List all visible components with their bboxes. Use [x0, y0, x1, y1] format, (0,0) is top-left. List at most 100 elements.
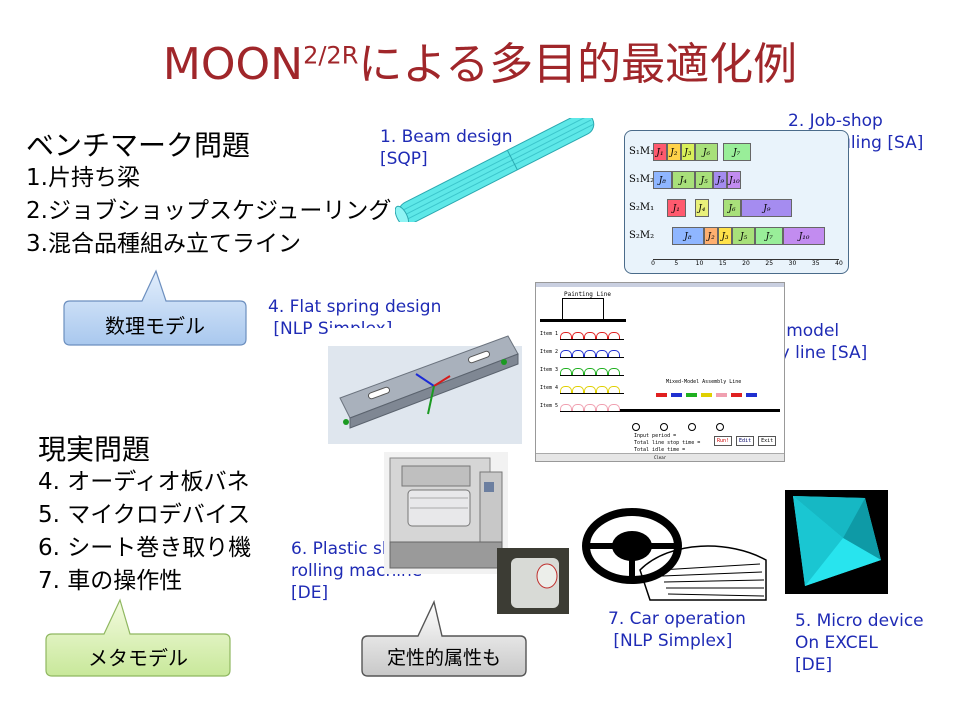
caption-jobshop-line1: 2. Job-shop	[788, 111, 883, 131]
caption-flatspring-line1: 4. Flat spring design	[268, 297, 442, 317]
exit-button[interactable]: Exit	[758, 436, 777, 446]
callout-meta-model-label: メタモデル	[88, 646, 188, 670]
assembly-sensor-icon	[632, 423, 640, 431]
assembly-window-bar	[536, 283, 784, 287]
assembly-station-icon	[716, 393, 727, 397]
callout-qualitative-shape	[361, 599, 527, 677]
assembly-station-icon	[731, 393, 742, 397]
assembly-car-icon	[596, 368, 608, 375]
caption-beam-line2: [SQP]	[380, 149, 428, 169]
assembly-car-icon	[584, 368, 596, 375]
assembly-car-icon	[608, 350, 620, 357]
flat-spring-image	[328, 328, 522, 444]
callout-meta-model: メタモデル	[42, 594, 234, 680]
gantt-job-bar: J₁	[666, 199, 686, 217]
rolling-machine-image	[384, 452, 508, 574]
gantt-job-bar: J₈	[653, 171, 672, 189]
assembly-car-icon	[560, 404, 572, 411]
assembly-car-icon	[560, 386, 572, 393]
gantt-job-bar: J₂	[704, 227, 719, 245]
gantt-job-bar: J₇	[755, 227, 784, 245]
real-item-5: 5. マイクロデバイス	[38, 502, 251, 528]
beam-image	[395, 118, 595, 222]
gantt-tick-label: 10	[695, 260, 704, 267]
gantt-job-bar: J₁₀	[783, 227, 826, 245]
caption-micro: 5. Micro device On EXCEL [DE]	[795, 610, 924, 676]
assembly-car-icon	[572, 332, 584, 339]
bench-heading: ベンチマーク問題	[26, 129, 251, 162]
gantt-job-bar: J₇	[722, 143, 751, 161]
assembly-car-icon	[608, 332, 620, 339]
caption-plastic-line3: [DE]	[291, 583, 329, 603]
title-rest: による多目的最適化例	[358, 39, 798, 90]
gantt-tick-label: 40	[835, 260, 843, 267]
gantt-tick-label: 15	[718, 260, 727, 267]
gantt-row-label: S₁M₁	[629, 146, 655, 157]
assembly-car-icon	[584, 404, 596, 411]
caption-beam-line1: 1. Beam design	[380, 127, 513, 147]
assembly-status-bar: Clear	[536, 453, 784, 461]
assembly-item-label: Item 2	[540, 349, 559, 355]
caption-micro-line1: 5. Micro device	[795, 611, 924, 631]
gantt-job-bar: J₃	[718, 227, 733, 245]
painting-line-bar	[540, 319, 626, 322]
assembly-station-icon	[656, 393, 667, 397]
gantt-job-bar: J₅	[732, 227, 756, 245]
assembly-car-icon	[572, 368, 584, 375]
assembly-item-cars	[560, 329, 624, 340]
run-button[interactable]: Run!	[714, 436, 733, 446]
assembly-item-cars	[560, 365, 624, 376]
callout-math-model-label: 数理モデル	[105, 314, 205, 338]
stat-line-stop: Total line stop time =	[634, 440, 701, 446]
gantt-job-bar: J₄	[671, 171, 695, 189]
title-main: MOON	[162, 39, 304, 90]
gantt-row-label: S₂M₂	[629, 230, 655, 241]
gantt-tick-label: 30	[788, 260, 797, 267]
assembly-car-icon	[584, 386, 596, 393]
caption-micro-line2: On EXCEL	[795, 633, 878, 653]
assembly-item-label: Item 5	[540, 403, 559, 409]
callout-meta-model-shape	[45, 598, 231, 677]
assembly-station-icon	[701, 393, 712, 397]
assembly-sensor-icon	[716, 423, 724, 431]
assembly-car-icon	[608, 386, 620, 393]
slide-title: MOON2/2Rによる多目的最適化例	[0, 28, 960, 92]
assembly-car-icon	[584, 350, 596, 357]
assembly-station-icon	[671, 393, 682, 397]
caption-car: 7. Car operation [NLP Simplex]	[608, 608, 746, 652]
assembly-car-icon	[608, 368, 620, 375]
assembly-station-icon	[746, 393, 757, 397]
assembly-car-icon	[608, 404, 620, 411]
caption-micro-line3: [DE]	[795, 655, 833, 675]
assembly-stats: Input period = Total line stop time = To…	[634, 433, 700, 454]
assembly-item-label: Item 1	[540, 331, 559, 337]
gantt-job-bar: J₅	[694, 171, 714, 189]
assembly-car-icon	[596, 350, 608, 357]
gantt-job-bar: J₆	[722, 199, 742, 217]
gantt-job-bar: J₉	[741, 199, 793, 217]
assembly-car-icon	[560, 332, 572, 339]
mixed-line-bar	[620, 409, 780, 412]
real-heading: 現実問題	[38, 433, 151, 466]
title-superscript: 2/2R	[303, 41, 359, 70]
assembly-item-label: Item 4	[540, 385, 559, 391]
gantt-job-bar: J₆	[694, 143, 719, 161]
stat-input-period: Input period =	[634, 433, 677, 439]
mixed-line-label: Mixed-Model Assembly Line	[666, 379, 742, 385]
assembly-car-icon	[584, 332, 596, 339]
gantt-job-bar: J₄	[694, 199, 709, 217]
assembly-car-icon	[596, 404, 608, 411]
edit-button[interactable]: Edit	[736, 436, 755, 446]
caption-car-line2: [NLP Simplex]	[608, 631, 733, 651]
gantt-tick-label: 5	[674, 260, 679, 267]
gantt-tick-label: 25	[765, 260, 774, 267]
real-item-7: 7. 車の操作性	[38, 568, 183, 594]
gantt-tick-label: 0	[651, 260, 655, 267]
caption-beam: 1. Beam design [SQP]	[380, 126, 513, 170]
bench-list: 1.片持ち梁 2.ジョブショップスケジューリング 3.混合品種組み立てライン	[26, 162, 391, 261]
callout-math-model: 数理モデル	[60, 265, 250, 350]
